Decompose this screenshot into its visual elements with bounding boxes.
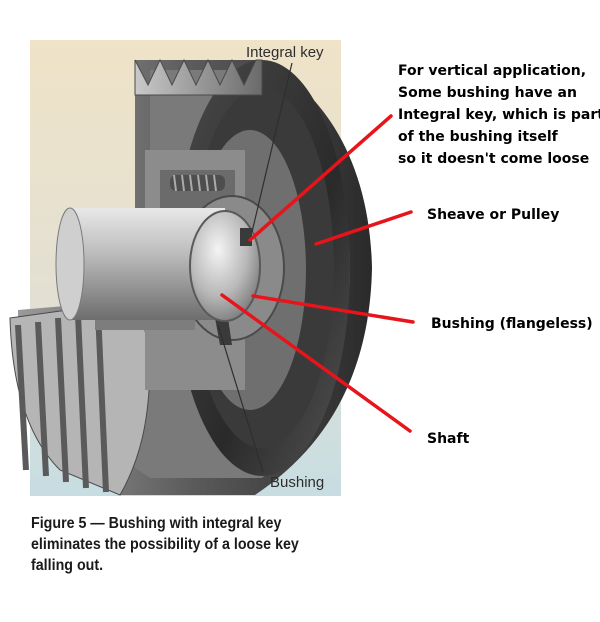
vertical-application-note: For vertical application, Some bushing h… [398, 60, 600, 170]
caption-line: falling out. [31, 557, 104, 574]
note-line: of the bushing itself [398, 129, 558, 145]
pointer-integral-key [248, 114, 393, 242]
note-line: so it doesn't come loose [398, 151, 590, 167]
caption-line: Figure 5 — Bushing with integral key [31, 515, 282, 532]
shaft [55, 207, 261, 322]
caption-line: eliminates the possibility of a loose ke… [31, 536, 299, 553]
note-line: Some bushing have an [398, 85, 577, 101]
bushing-photo-label: Bushing [270, 474, 324, 491]
upper-grooves [134, 58, 263, 96]
figure-caption: Figure 5 — Bushing with integral key eli… [31, 513, 335, 576]
bushing-label: Bushing (flangeless) [431, 316, 593, 332]
sheave-label: Sheave or Pulley [427, 207, 560, 223]
integral-key-photo-label: Integral key [246, 44, 324, 61]
note-line: For vertical application, [398, 63, 587, 79]
shaft-label: Shaft [427, 431, 470, 447]
note-line: Integral key, which is part [398, 107, 600, 123]
pointer-shaft [220, 293, 412, 433]
pointer-sheave [314, 210, 413, 246]
pointer-bushing [251, 294, 415, 324]
red-pointer-lines [220, 114, 415, 433]
lower-grooves [9, 299, 151, 496]
photo-leader-lines [217, 62, 293, 473]
